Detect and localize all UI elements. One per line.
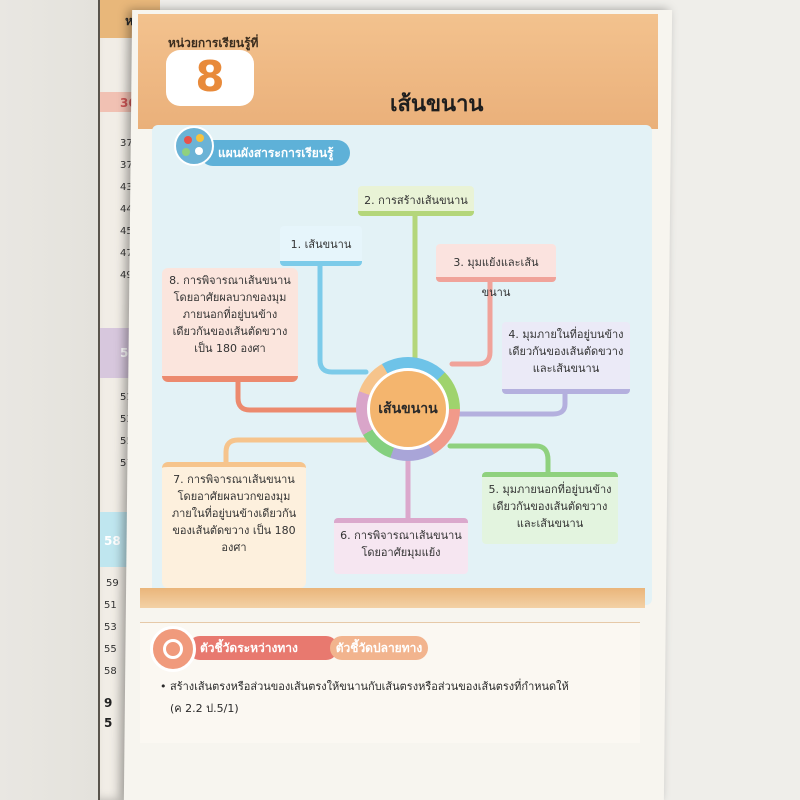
unit-number: 8: [195, 52, 225, 101]
page-title: เส้นขนาน: [390, 92, 484, 117]
indicator-code: (ค 2.2 ป.5/1): [170, 702, 239, 715]
divider-band: [140, 588, 645, 608]
connector-n4: [457, 389, 568, 417]
left-page-number: 58: [104, 666, 117, 677]
left-page-number: 51: [120, 392, 133, 403]
connector-n3: [449, 279, 493, 367]
left-page-number: 9: [104, 696, 113, 710]
left-page-number: 44: [120, 204, 133, 215]
connector-n1: [317, 263, 369, 375]
connector-n5: [447, 443, 551, 477]
left-page-number: 59: [106, 578, 119, 589]
left-page-number: 43: [120, 182, 133, 193]
mindmap-node-3: 3. มุมแย้งและเส้นขนาน: [436, 244, 556, 299]
indicator-item: • สร้างเส้นตรงหรือส่วนของเส้นตรงให้ขนานก…: [160, 680, 569, 693]
mindmap-center: เส้นขนาน: [367, 368, 449, 450]
left-page-number: 5: [104, 716, 113, 730]
mindmap-icon: [174, 126, 214, 166]
connector-n8: [235, 377, 361, 413]
left-page-number: 47: [120, 248, 133, 259]
mindmap-node-2: 2. การสร้างเส้นขนาน: [358, 186, 474, 216]
mindmap-node-4: 4. มุมภายในที่อยู่บนข้างเดียวกันของเส้นต…: [502, 322, 630, 394]
mindmap-node-6: 6. การพิจารณาเส้นขนานโดยอาศัยมุมแย้ง: [334, 518, 468, 574]
left-page-number: 45: [120, 226, 133, 237]
indicator-label-mid: ตัวชี้วัดระหว่างทาง: [188, 636, 338, 660]
left-page-number: 55: [104, 644, 117, 655]
target-icon: [150, 626, 196, 672]
left-page-number: 57: [120, 458, 133, 469]
left-page-number: 53: [104, 622, 117, 633]
left-page-number: 37: [120, 138, 133, 149]
left-page-number: 58: [104, 534, 121, 548]
mindmap-node-5: 5. มุมภายนอกที่อยู่บนข้างเดียวกันของเส้น…: [482, 472, 618, 544]
unit-label: หน่วยการเรียนรู้ที่: [168, 36, 259, 50]
left-page-number: 37: [120, 160, 133, 171]
indicators-body: • สร้างเส้นตรงหรือส่วนของเส้นตรงให้ขนานก…: [160, 676, 630, 720]
unit-number-badge: [166, 50, 254, 106]
connector-n7: [223, 437, 369, 465]
left-page-number: 49: [120, 270, 133, 281]
indicator-label-end: ตัวชี้วัดปลายทาง: [330, 636, 428, 660]
mindmap-node-1: 1. เส้นขนาน: [280, 226, 362, 266]
section-label: แผนผังสาระการเรียนรู้: [200, 140, 350, 166]
left-page-number: 55: [120, 436, 133, 447]
mindmap-node-7: 7. การพิจารณาเส้นขนานโดยอาศัยผลบวกของมุม…: [162, 462, 306, 588]
left-page-number: 51: [104, 600, 117, 611]
indicator-text: สร้างเส้นตรงหรือส่วนของเส้นตรงให้ขนานกับ…: [170, 680, 569, 693]
mindmap-node-8: 8. การพิจารณาเส้นขนานโดยอาศัยผลบวกของมุม…: [162, 268, 298, 382]
left-page-number: 53: [120, 414, 133, 425]
